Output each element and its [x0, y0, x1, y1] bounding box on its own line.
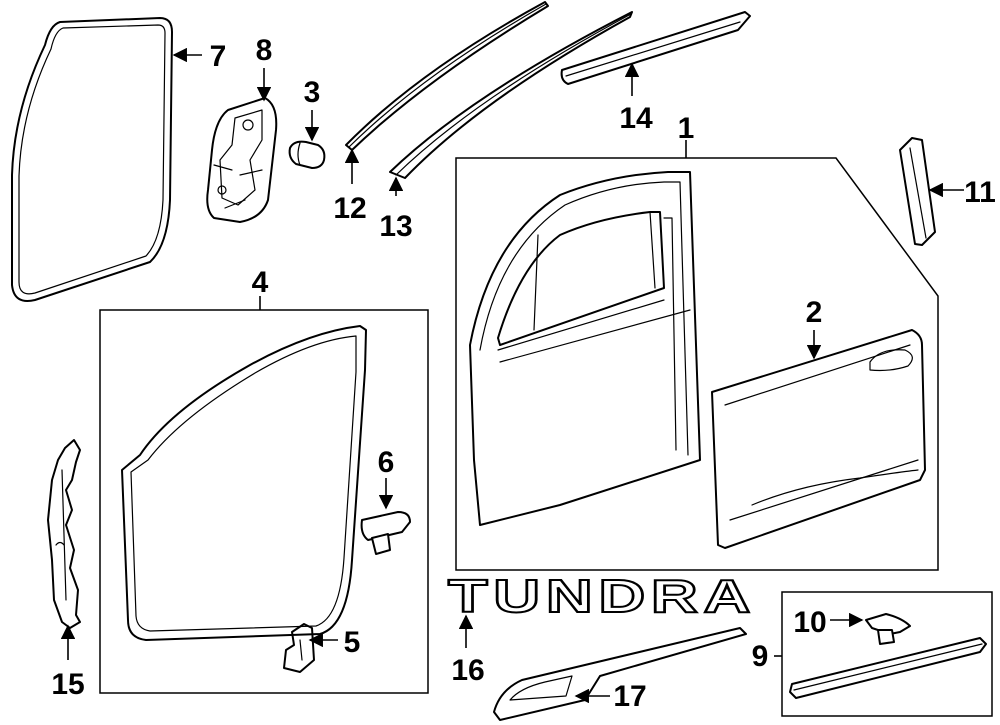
callout-14: 14	[619, 102, 653, 135]
group-box-9	[781, 591, 993, 717]
callout-1: 1	[678, 112, 695, 145]
group-box-4	[99, 309, 429, 694]
part-7-weatherstrip	[11, 17, 173, 302]
callout-8: 8	[256, 34, 273, 67]
group-box-1	[455, 157, 939, 571]
part-12-molding	[345, 1, 549, 151]
callout-17: 17	[613, 680, 646, 713]
callout-7: 7	[210, 40, 227, 73]
part-10-clip	[865, 613, 911, 645]
part-8-door-lock	[206, 97, 278, 223]
part-14-belt-molding	[560, 11, 751, 85]
callout-labels: 1 2 3 4 5 6 7 8 9 10 11 12 13 14 15 16 1…	[51, 34, 996, 713]
leader-lines	[60, 47, 964, 704]
callout-13: 13	[379, 210, 412, 243]
part-13-molding	[389, 11, 633, 179]
callout-12: 12	[333, 192, 366, 225]
callout-10: 10	[793, 606, 826, 639]
part-6-clip	[360, 511, 411, 555]
part-17-body-molding	[493, 627, 747, 721]
part-11-pillar-applique	[899, 137, 936, 246]
callout-6: 6	[378, 446, 395, 479]
part-15-check-strip	[47, 439, 81, 629]
part-1-door-shell	[469, 171, 701, 526]
callout-16: 16	[451, 654, 484, 687]
callout-4: 4	[252, 266, 269, 299]
callout-2: 2	[806, 296, 823, 329]
callout-11: 11	[964, 176, 996, 209]
part-9-molding-strip	[789, 637, 987, 699]
callout-15: 15	[51, 668, 84, 701]
part-5-bracket	[283, 623, 315, 673]
callout-9: 9	[752, 640, 769, 673]
part-4-door-weatherstrip	[121, 325, 367, 641]
part-3-cap	[288, 140, 326, 169]
callout-3: 3	[304, 76, 321, 109]
part-16-tundra-emblem: TUNDRA	[448, 570, 756, 622]
callout-5: 5	[344, 626, 361, 659]
part-2-door-panel	[711, 329, 926, 549]
